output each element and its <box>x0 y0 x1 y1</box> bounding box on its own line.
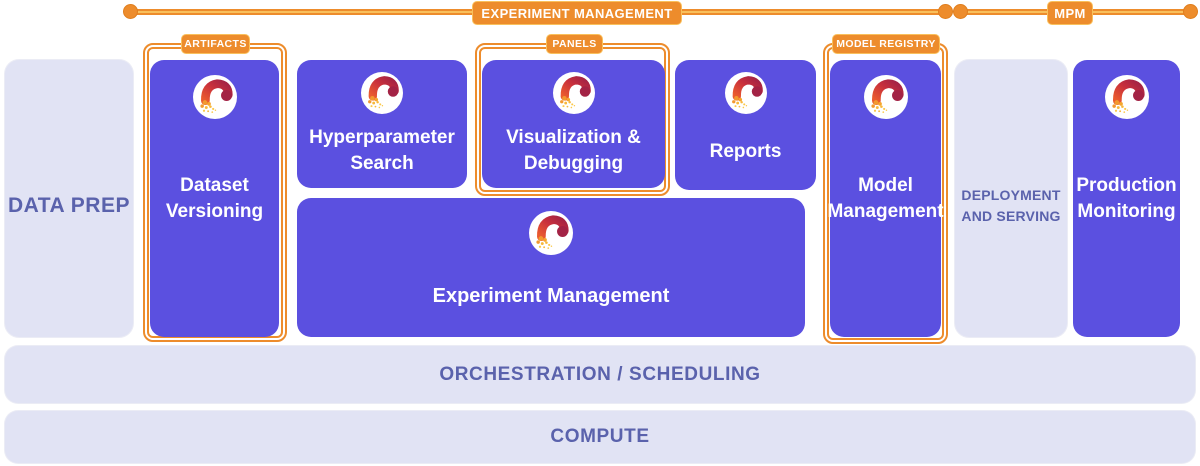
production-monitoring-box: Production Monitoring <box>1073 60 1180 337</box>
model-registry-group-label: MODEL REGISTRY <box>832 34 940 54</box>
comet-logo-icon <box>529 211 573 255</box>
rail-endpoint-dot <box>953 4 968 19</box>
hyperparameter-search-box: Hyperparameter Search <box>297 60 467 188</box>
model-management-box: Model Management <box>827 60 944 337</box>
reports-box: Reports <box>675 60 816 190</box>
orchestration-scheduling-bar: ORCHESTRATION / SCHEDULING <box>5 346 1195 403</box>
rail-endpoint-dot <box>1183 4 1198 19</box>
compute-label: COMPUTE <box>550 426 650 447</box>
visualization-debugging-label: Visualization & Debugging <box>506 127 641 174</box>
reports-label: Reports <box>709 141 782 163</box>
comet-logo-icon <box>361 72 403 114</box>
artifacts-group-label: ARTIFACTS <box>181 34 250 54</box>
hyperparameter-search-label: Hyperparameter Search <box>309 127 455 174</box>
panels-group-label: PANELS <box>546 34 603 54</box>
deployment-serving-label: DEPLOYMENT AND SERVING <box>961 187 1061 224</box>
data-prep-box: DATA PREP <box>5 60 133 337</box>
comet-logo-icon <box>725 72 767 114</box>
dataset-versioning-box: Dataset Versioning <box>150 60 279 337</box>
deployment-serving-box: DEPLOYMENT AND SERVING <box>955 60 1067 337</box>
compute-bar: COMPUTE <box>5 411 1195 463</box>
model-management-label: Model Management <box>827 174 944 222</box>
dataset-versioning-label: Dataset Versioning <box>165 174 264 222</box>
experiment-management-label: Experiment Management <box>432 284 670 307</box>
experiment-management-rail-label: EXPERIMENT MANAGEMENT <box>472 1 682 25</box>
rail-endpoint-dot <box>938 4 953 19</box>
production-monitoring-label: Production Monitoring <box>1076 174 1177 222</box>
rail-endpoint-dot <box>123 4 138 19</box>
orchestration-scheduling-label: ORCHESTRATION / SCHEDULING <box>439 363 761 385</box>
experiment-management-box: Experiment Management <box>297 198 805 337</box>
data-prep-label: DATA PREP <box>8 193 130 217</box>
mpm-rail-label: MPM <box>1047 1 1093 25</box>
visualization-debugging-box: Visualization & Debugging <box>482 60 665 188</box>
comet-logo-icon <box>553 72 595 114</box>
